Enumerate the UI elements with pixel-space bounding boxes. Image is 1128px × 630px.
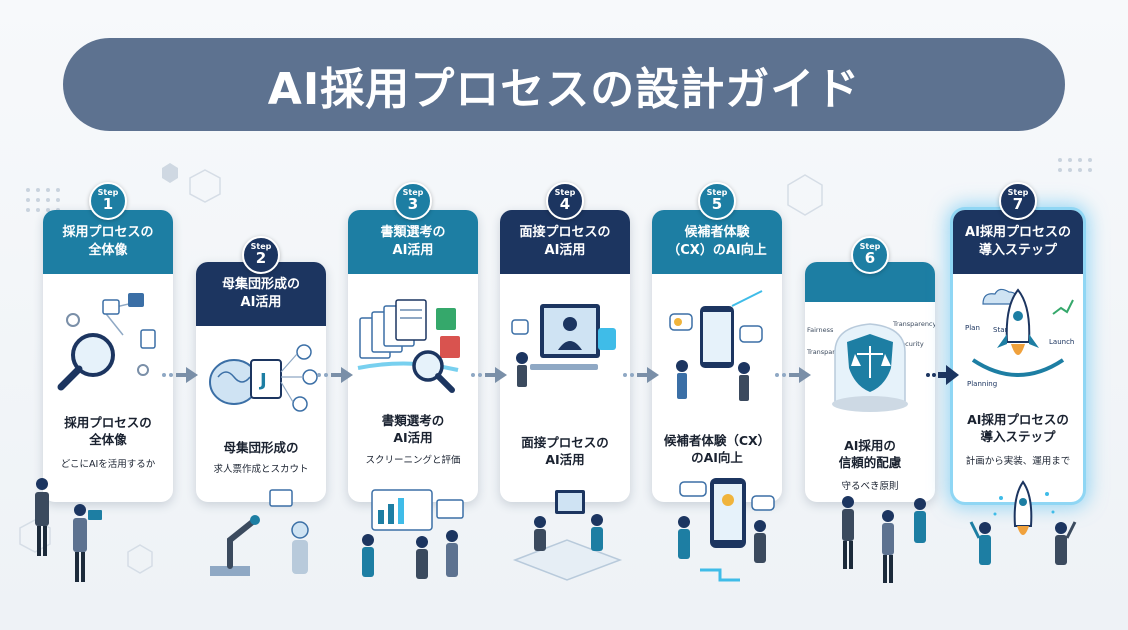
people-scene-1	[35, 478, 102, 582]
step-card-4[interactable]: 面接プロセスの AI活用 面接プロセスの AI活用	[500, 210, 630, 502]
shield-scale-icon: Fairness Transparency Transparency Secur…	[806, 320, 935, 412]
step-badge-6: Step 6	[851, 236, 889, 274]
step-description-subtitle: どこにAIを活用するか	[60, 459, 156, 470]
shield-label-fairness: Fairness	[807, 326, 834, 334]
step-description-title: 面接プロセスの AI活用	[521, 435, 609, 467]
step-badge-number: 2	[255, 249, 267, 268]
page-title: AI採用プロセスの設計ガイド	[267, 63, 861, 115]
arrow-right-icon	[775, 367, 811, 383]
step-card-1[interactable]: 採用プロセスの 全体像 採用プロセスの 全体像 どこにAIを活用するか	[43, 210, 173, 502]
step-card-2[interactable]: 母集団形成の AI活用 J 母集団形成の 求人票作成とスカウト	[196, 262, 326, 502]
arrow-right-icon	[623, 367, 659, 383]
step-description-title: AI採用の 信頼的配慮	[838, 438, 902, 470]
rocket-celebration-scene	[969, 480, 1077, 565]
magnifier-network-icon	[57, 293, 156, 391]
arrow-right-icon	[471, 367, 507, 383]
step-card-header: 書類選考の AI活用	[348, 210, 478, 274]
meeting-platform-scene	[512, 490, 623, 581]
brain-document-icon: J	[209, 344, 318, 412]
step-card-header: 採用プロセスの 全体像	[43, 210, 173, 274]
step-badge-label: Step	[859, 242, 881, 252]
rocket-label-start: Start	[993, 326, 1010, 334]
arrow-right-icon	[317, 367, 353, 383]
team-discussion-scene	[842, 496, 926, 583]
team-dashboard-scene	[362, 489, 464, 579]
step-badge-5: Step 5	[698, 182, 736, 220]
step-badge-number: 5	[711, 195, 723, 214]
step-description-title: 採用プロセスの 全体像	[64, 415, 152, 447]
step-badge-4: Step 4	[546, 182, 584, 220]
step-badge-label: Step	[706, 188, 728, 198]
step-card-header: 面接プロセスの AI活用	[500, 210, 630, 274]
step-badge-2: Step 2	[242, 236, 280, 274]
step-card-5[interactable]: 候補者体験 （CX）のAI向上 候補者体験（CX） のAI向上	[652, 210, 782, 502]
step-card-header: AI採用プロセスの 導入ステップ	[953, 210, 1083, 274]
step-badge-label: Step	[554, 188, 576, 198]
step-badge-number: 3	[407, 195, 419, 214]
step-card-7[interactable]: AI採用プロセスの 導入ステップ Plan Start Launch Plann…	[953, 210, 1083, 502]
step-badge-label: Step	[97, 188, 119, 198]
step-badge-label: Step	[1007, 188, 1029, 198]
step-description-subtitle: 守るべき原則	[841, 481, 899, 492]
step-description-title: 母集団形成の	[223, 440, 299, 455]
shield-label-transparency-2: Transparency	[892, 320, 935, 328]
step-badge-number: 6	[864, 249, 876, 268]
step-description-subtitle: 求人票作成とスカウト	[213, 464, 309, 475]
shield-label-security: Security	[897, 340, 924, 348]
step-card-6[interactable]: Fairness Transparency Transparency Secur…	[805, 262, 935, 502]
arrow-right-icon	[162, 367, 198, 383]
rocket-launch-icon: Plan Start Launch Planning	[965, 288, 1074, 388]
svg-text:J: J	[258, 370, 267, 391]
step-badge-number: 1	[102, 195, 114, 214]
step-badge-number: 4	[559, 195, 571, 214]
rocket-label-plan: Plan	[965, 324, 980, 332]
smartphone-chat-icon	[669, 290, 763, 401]
step-description-title: AI採用プロセスの 導入ステップ	[967, 412, 1069, 444]
arrow-right-icon	[926, 365, 959, 385]
step-description-subtitle: スクリーニングと評価	[365, 455, 461, 466]
step-card-3[interactable]: 書類選考の AI活用 書類選考の AI活用 スクリーニングと評価	[348, 210, 478, 502]
title-banner: AI採用プロセスの設計ガイド	[63, 38, 1065, 131]
shield-label-transparency: Transparency	[806, 348, 851, 356]
rocket-label-launch: Launch	[1049, 338, 1074, 346]
step-badge-label: Step	[250, 242, 272, 252]
step-badge-7: Step 7	[999, 182, 1037, 220]
step-badge-1: Step 1	[89, 182, 127, 220]
step-description-title: 候補者体験（CX） のAI向上	[663, 433, 771, 465]
rocket-label-planning: Planning	[967, 380, 997, 388]
step-badge-number: 7	[1012, 195, 1024, 214]
step-description-title: 書類選考の AI活用	[381, 413, 445, 445]
step-badge-3: Step 3	[394, 182, 432, 220]
step-card-header: 候補者体験 （CX）のAI向上	[652, 210, 782, 274]
step-description-subtitle: 計画から実装、運用まで	[965, 456, 1071, 467]
step-badge-label: Step	[402, 188, 424, 198]
video-interview-icon	[511, 304, 616, 387]
phone-chat-scene	[678, 478, 775, 582]
documents-scan-icon	[357, 299, 460, 393]
robot-arm-scene	[210, 489, 309, 576]
